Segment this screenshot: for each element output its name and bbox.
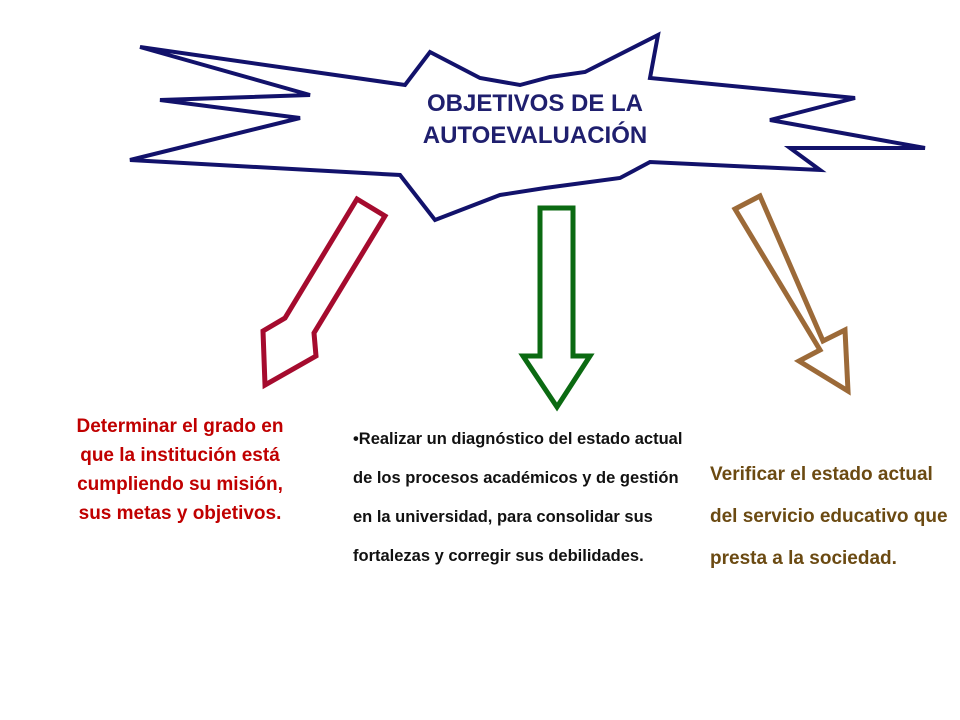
title-line-2: AUTOEVALUACIÓN [422, 122, 648, 149]
arrow-middle [518, 205, 595, 412]
diagram-title: OBJETIVOS DE LA AUTOEVALUACIÓN [380, 88, 690, 152]
title-line-1: OBJETIVOS DE LA [426, 90, 644, 117]
arrow-left [260, 195, 389, 390]
objective-right-text: Verificar el estado actual del servicio … [710, 464, 948, 569]
arrow-right [731, 192, 851, 396]
burst-shape [129, 31, 926, 223]
objective-left-text: Determinar el grado en que la institució… [76, 416, 284, 524]
objective-middle-text: •Realizar un diagnóstico del estado actu… [353, 430, 683, 565]
